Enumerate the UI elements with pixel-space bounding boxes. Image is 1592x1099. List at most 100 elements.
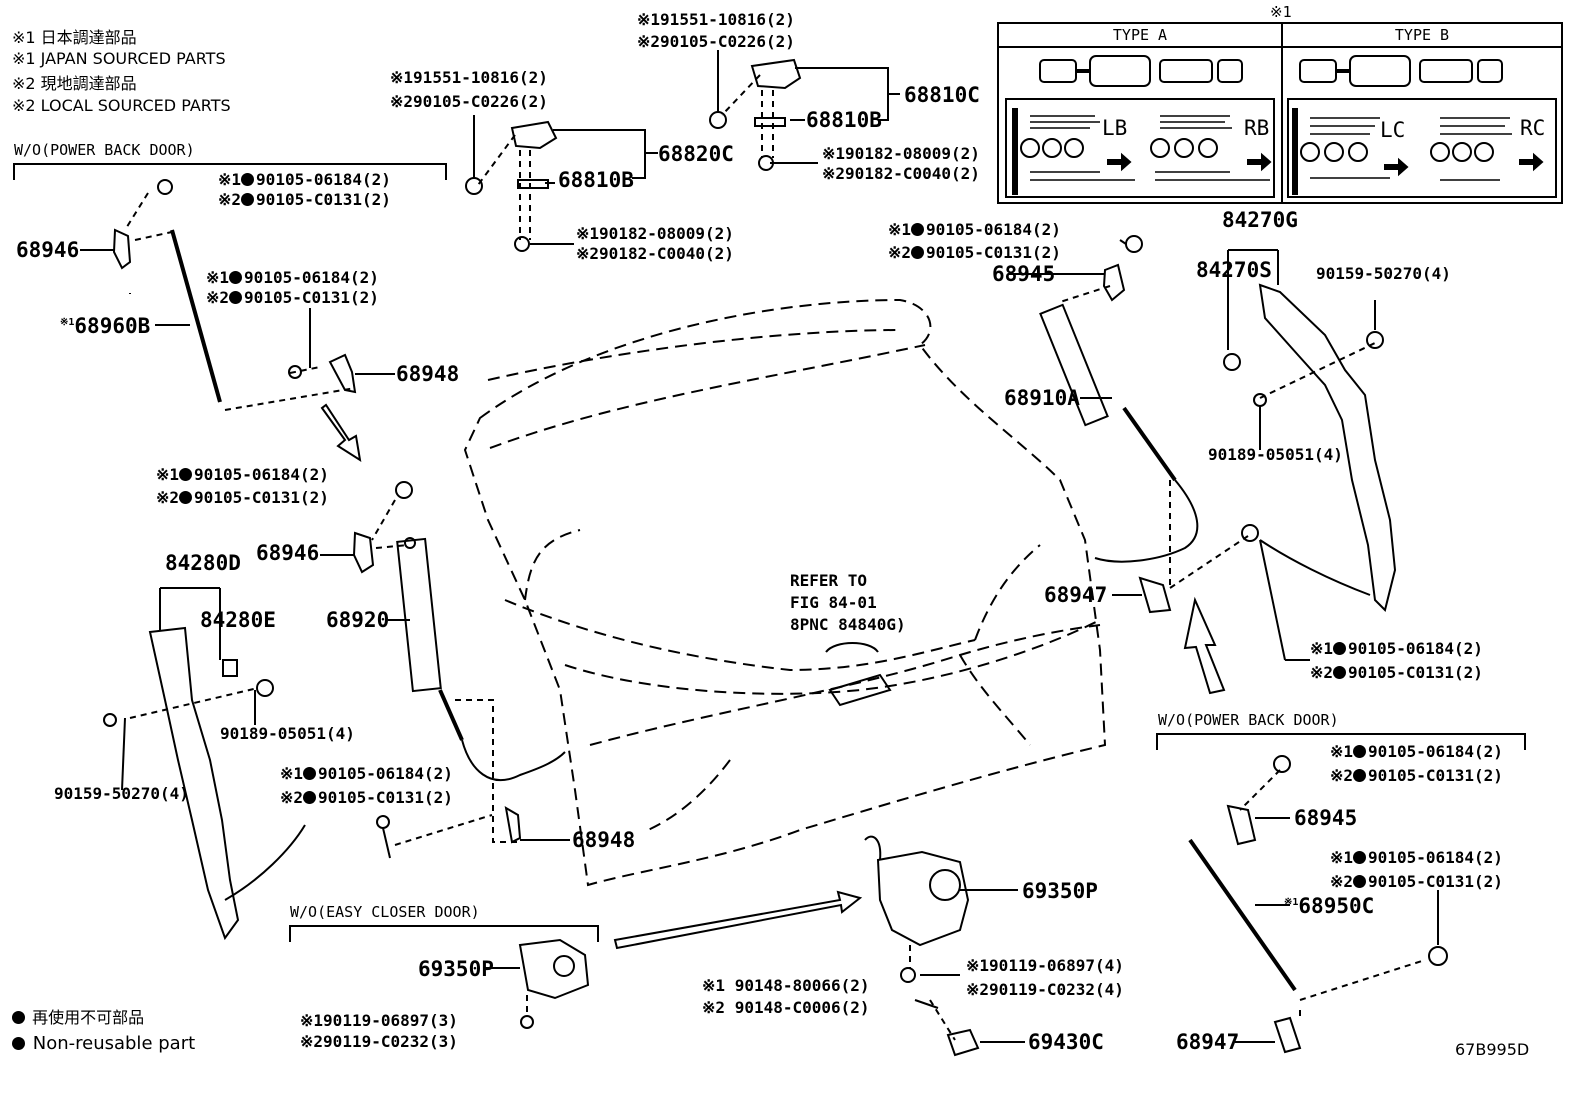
subpart-clip-japan-a: ※191551-10816(2) <box>390 68 548 87</box>
subpart-screw-local-a: ※290119-C0232(3) <box>300 1032 458 1051</box>
legend-local-jp: ※2 現地調達部品 <box>12 74 137 93</box>
subpart-clip-local-a: ※290105-C0226(2) <box>390 92 548 111</box>
part-68946-upper: 68946 <box>16 238 80 262</box>
part-68920: 68920 <box>326 608 390 632</box>
subpart-clip-local-b: ※290105-C0226(2) <box>637 32 795 51</box>
legend-local-en: ※2 LOCAL SOURCED PARTS <box>12 96 231 115</box>
part-68948-lower: 68948 <box>572 828 636 852</box>
inset-type-b-label <box>1287 98 1557 198</box>
label-inset-box: TYPE A TYPE B <box>997 22 1563 204</box>
nonreusable-dot-icon <box>911 246 925 259</box>
bracket-68946a <box>112 228 132 270</box>
nonreusable-dot-icon <box>179 468 193 481</box>
arrow-downright <box>320 403 362 463</box>
strut-68910a <box>1039 303 1109 427</box>
window-line <box>564 619 1101 695</box>
subpart-nut-japan-a: ※190182-08009(2) <box>576 224 734 243</box>
part-68946-lower: 68946 <box>256 541 320 565</box>
subpart-screw-japan-c: ※190119-06897(4) <box>966 956 1124 975</box>
subpart-90189-right: 90189-05051(4) <box>1208 445 1343 464</box>
part-68947-lower: 68947 <box>1176 1030 1240 1054</box>
part-69350p-main: 69350P <box>1022 879 1098 903</box>
part-68945-upper: 68945 <box>992 262 1056 286</box>
arrow-to-lock <box>613 890 863 950</box>
nonreusable-dot-icon <box>229 271 243 284</box>
clip-68810c <box>750 58 802 90</box>
bracket-68948a <box>328 353 357 394</box>
part-68960b: ※168960B <box>60 314 151 338</box>
diagram-code: 67B995D <box>1455 1040 1530 1059</box>
bracket-68945b <box>1226 804 1257 846</box>
nonreusable-dot-icon <box>12 1037 25 1050</box>
strut-68950c <box>1188 838 1297 992</box>
nonreusable-dot-icon <box>303 767 317 780</box>
group-label-wo-power-left: W/O(POWER BACK DOOR) <box>14 141 195 159</box>
inset-drawings <box>1012 55 1544 195</box>
garnish-84270g <box>1258 283 1397 612</box>
part-68810b-left: 68810B <box>558 168 634 192</box>
arrow-up <box>1183 596 1226 695</box>
inset-type-a-header: TYPE A <box>999 24 1281 48</box>
group-bracket-right <box>1156 733 1526 750</box>
nonreusable-dot-icon <box>179 491 193 504</box>
group-label-wo-easy-closer: W/O(EASY CLOSER DOOR) <box>290 903 480 921</box>
subpart-90189-left: 90189-05051(4) <box>220 724 355 743</box>
nonreusable-dot-icon <box>1353 875 1367 888</box>
legend-nonreusable-en: Non-reusable part <box>12 1035 195 1053</box>
inset-type-b-header: TYPE B <box>1281 24 1563 48</box>
subpart-screw-japan-a: ※190119-06897(3) <box>300 1011 458 1030</box>
part-69430c: 69430C <box>1028 1030 1104 1054</box>
group-label-wo-power-right: W/O(POWER BACK DOOR) <box>1158 711 1339 729</box>
strut-68920 <box>396 537 442 693</box>
nonreusable-dot-icon <box>12 1011 25 1024</box>
inset-mark: ※1 <box>1270 3 1292 21</box>
part-68950c: ※168950C <box>1284 894 1375 918</box>
bracket-68945a <box>1102 263 1126 302</box>
part-68820c: 68820C <box>658 142 734 166</box>
part-68910a: 68910A <box>1004 386 1080 410</box>
part-68945-lower: 68945 <box>1294 806 1358 830</box>
group-bracket-left <box>13 163 447 180</box>
clip-68820c <box>510 120 558 150</box>
part-69350p-easy-closer: 69350P <box>418 957 494 981</box>
subpart-clip-japan-b: ※191551-10816(2) <box>637 10 795 29</box>
leader-lines <box>80 50 1439 1043</box>
group-bracket-easy <box>289 925 599 942</box>
nonreusable-dot-icon <box>241 173 255 186</box>
garnish-84280d <box>148 626 240 941</box>
striker-69430c <box>946 1028 980 1057</box>
part-68810c: 68810C <box>904 83 980 107</box>
bracket-68947b <box>1273 1016 1302 1054</box>
subpart-screw-local-c: ※290119-C0232(4) <box>966 980 1124 999</box>
bracket-68947a <box>1138 576 1172 614</box>
reference-note: REFER TO FIG 84-01 8PNC 84840G) <box>790 571 906 634</box>
door-handle <box>828 673 892 707</box>
lock-69350p-large <box>876 850 970 947</box>
subpart-nut-local-b: ※290182-C0040(2) <box>822 164 980 183</box>
part-84280e: 84280E <box>200 608 276 632</box>
nonreusable-dot-icon <box>1353 769 1367 782</box>
legend-japan-jp: ※1 日本調達部品 <box>12 28 137 47</box>
part-68810b-right: 68810B <box>806 108 882 132</box>
inset-rb: RB <box>1244 116 1270 140</box>
nonreusable-dot-icon <box>911 223 925 236</box>
part-84270g: 84270G <box>1222 208 1298 232</box>
lock-69350p-small <box>518 938 590 1000</box>
bracket-68946b <box>352 531 375 574</box>
subpart-90159-left: 90159-50270(4) <box>54 784 189 803</box>
back-door-outline <box>463 298 1107 887</box>
bracket-68948b <box>504 806 522 844</box>
